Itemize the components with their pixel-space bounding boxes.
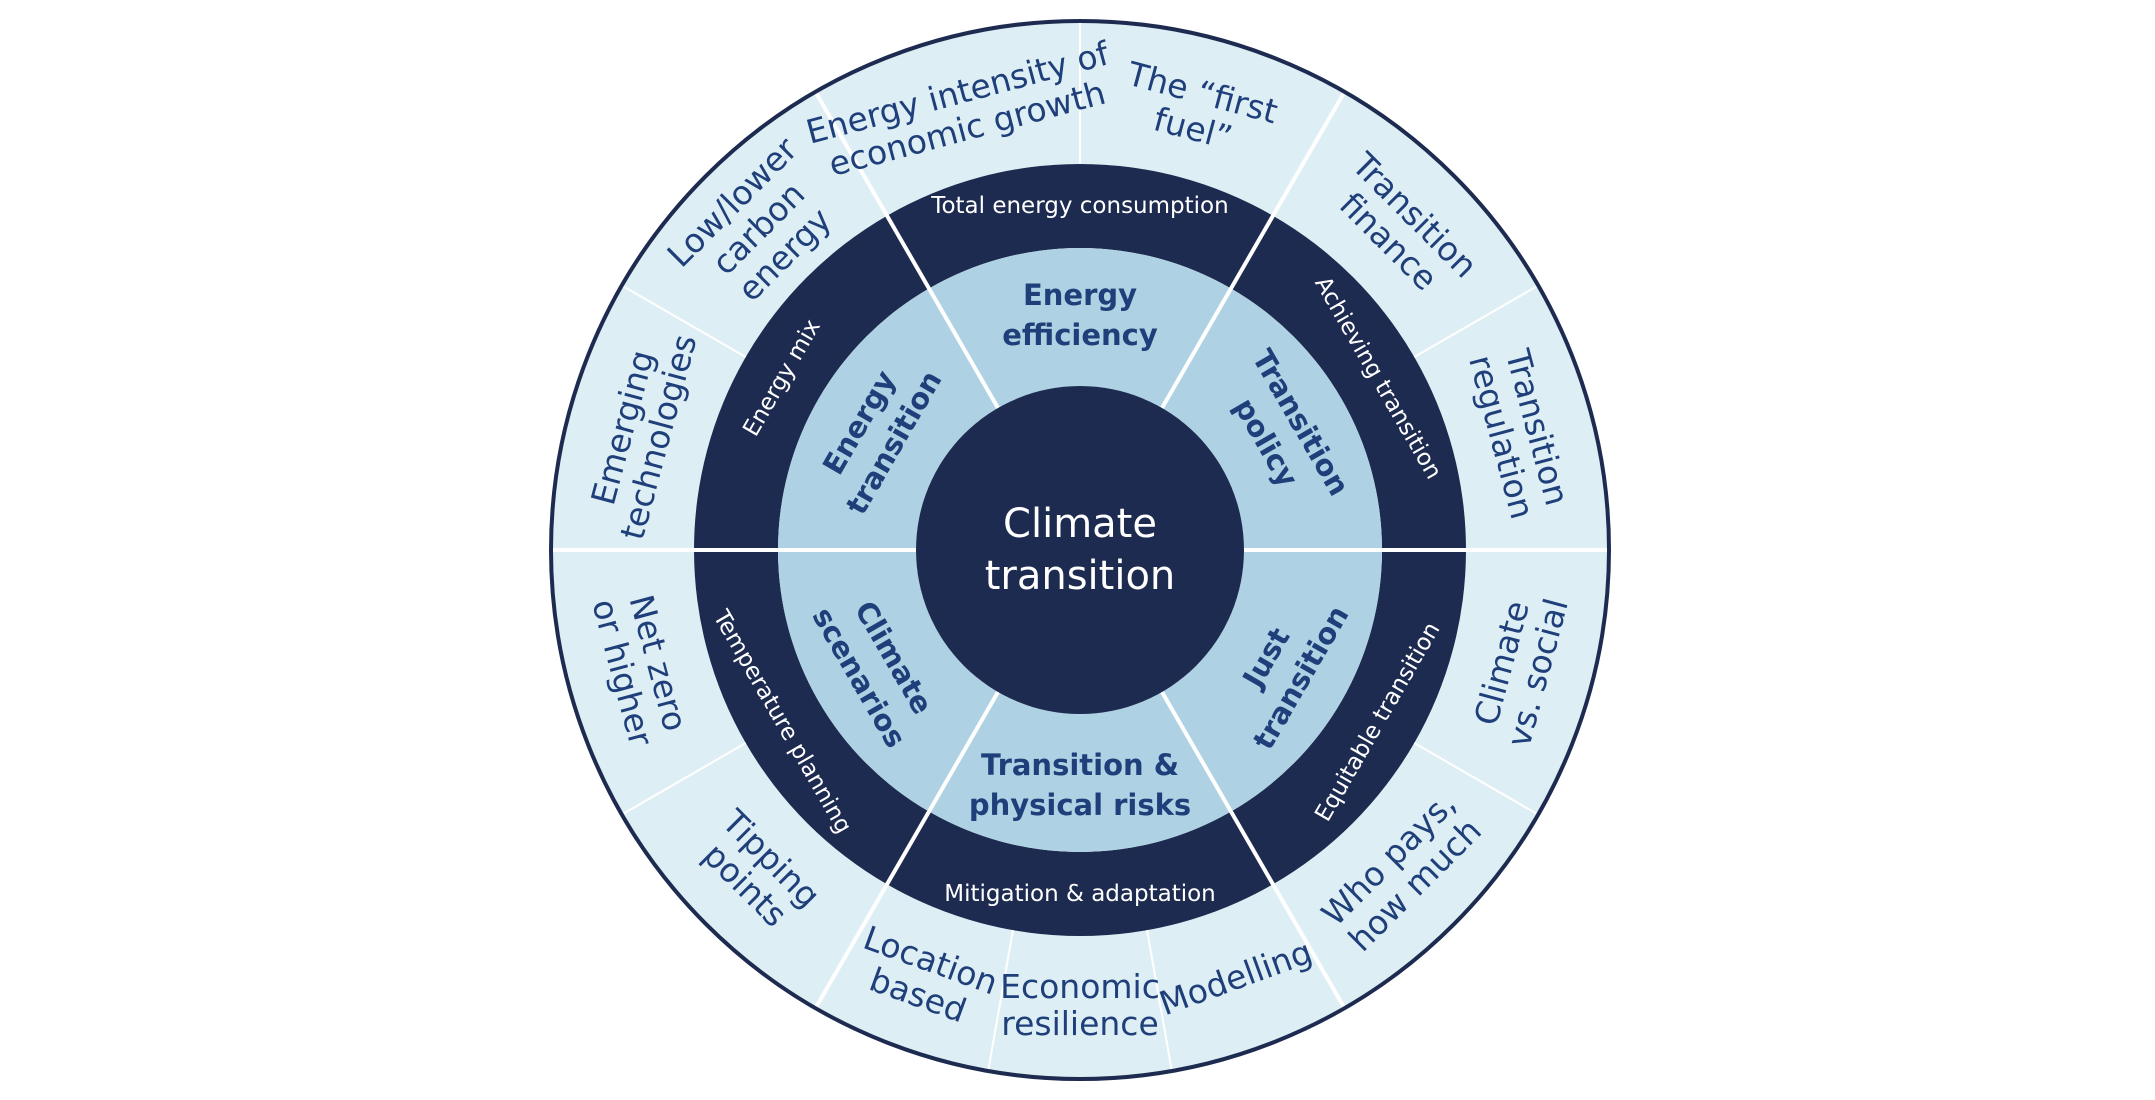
- sub-divider-transition-physical-risks-2: [987, 929, 1014, 1072]
- sector-divider-4: [1160, 691, 1347, 1010]
- outer-segment-energy-efficiency-2: [1080, 21, 1345, 216]
- outer-segment-climate-scenarios-2: [551, 550, 746, 815]
- band-segment-energy-transition: [694, 215, 929, 551]
- band-label-energy-efficiency: Total energy consumption: [930, 193, 1228, 219]
- outer-segment-transition-policy-1: [1273, 91, 1539, 357]
- middle-band-ring: [694, 163, 1466, 936]
- band-label-transition-physical-risks-line-1: Mitigation & adaptation: [944, 881, 1216, 907]
- outer-segment-transition-physical-risks-1: [1147, 884, 1345, 1071]
- center-hub: Climate transition: [916, 386, 1244, 714]
- outer-segment-transition-policy-2: [1414, 285, 1609, 550]
- band-segment-just-transition: [1231, 550, 1466, 885]
- inner-segment-energy-transition: [778, 288, 998, 550]
- inner-segment-transition-physical-risks: [929, 692, 1231, 852]
- outer-label-transition-physical-risks-2-line-2: resilience: [1001, 1004, 1159, 1043]
- inner-label-transition-physical-risks-line-2: physical risks: [969, 788, 1191, 822]
- sub-divider-climate-scenarios-1: [621, 742, 747, 816]
- outer-ring: [551, 21, 1609, 1079]
- band-segment-energy-efficiency: [887, 163, 1273, 289]
- band-segment-climate-scenarios: [694, 550, 929, 885]
- outer-segment-transition-physical-risks-3: [815, 884, 1013, 1071]
- band-segment-transition-physical-risks: [887, 811, 1273, 936]
- band-label-transition-physical-risks: Mitigation & adaptation: [944, 881, 1216, 907]
- outer-rim: [549, 19, 1611, 1081]
- center-title-line-2: transition: [985, 553, 1176, 599]
- inner-segment-transition-policy: [1162, 288, 1382, 550]
- sub-divider-transition-policy-1: [1413, 284, 1539, 358]
- center-circle: [916, 386, 1244, 714]
- inner-label-energy-efficiency: Energy efficiency: [1002, 278, 1158, 352]
- inner-segment-energy-efficiency: [929, 247, 1231, 408]
- divider-lines: [551, 21, 1609, 1072]
- sub-divider-just-transition-1: [1413, 742, 1539, 816]
- center-title-line-1: Climate: [1003, 501, 1157, 547]
- sub-divider-energy-transition-1: [621, 284, 747, 358]
- inner-label-transition-physical-risks-line-1: Transition &: [981, 748, 1179, 782]
- sector-divider-5: [813, 691, 1000, 1010]
- band-label-energy-efficiency-line-1: Total energy consumption: [930, 193, 1228, 219]
- outer-segment-energy-transition-2: [621, 91, 887, 357]
- band-segment-transition-policy: [1231, 215, 1466, 551]
- outer-segment-energy-efficiency-1: [815, 21, 1080, 216]
- outer-segment-energy-transition-1: [551, 285, 746, 550]
- sub-divider-transition-physical-risks-1: [1146, 929, 1173, 1072]
- outer-segment-transition-physical-risks-2: [988, 930, 1172, 1079]
- sector-divider-1: [813, 90, 1000, 409]
- inner-label-energy-efficiency-line-1: Energy: [1023, 278, 1137, 312]
- outer-segment-just-transition-1: [1414, 550, 1609, 815]
- inner-label-energy-efficiency-line-2: efficiency: [1002, 318, 1158, 352]
- inner-segment-climate-scenarios: [778, 550, 998, 812]
- outer-segment-just-transition-2: [1273, 743, 1539, 1009]
- inner-label-transition-physical-risks: Transition & physical risks: [969, 748, 1191, 822]
- sector-divider-2: [1160, 90, 1347, 409]
- inner-ring: [778, 247, 1382, 852]
- outer-label-transition-physical-risks-2-line-1: Economic: [1000, 967, 1160, 1006]
- inner-segment-just-transition: [1162, 550, 1382, 812]
- outer-segment-climate-scenarios-1: [621, 743, 887, 1009]
